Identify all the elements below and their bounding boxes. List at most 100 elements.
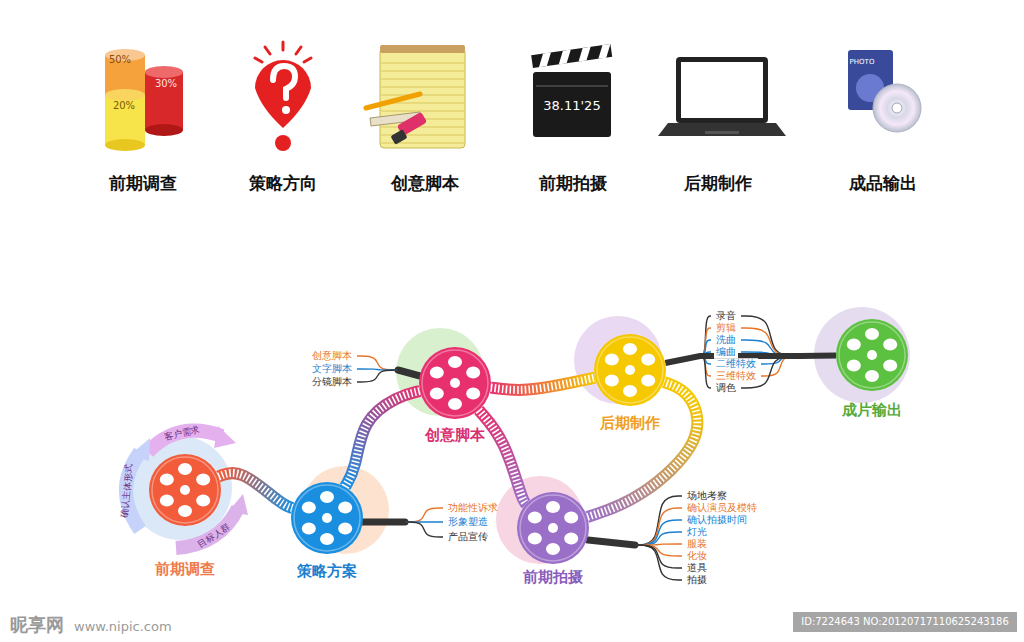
reel-hub [180,485,190,495]
reel-hole [178,463,192,475]
film-reel [145,450,225,530]
reel-hole [448,398,462,410]
detail-label: 客户需求 [161,424,202,442]
icon-text: 20% [111,100,137,112]
reel-hub [548,523,558,533]
film-strip [218,473,292,508]
reel-label: 策略方案 [282,562,372,580]
reel-node: 创意脚本 [410,343,500,444]
reel-hole [546,543,560,555]
reel-label: 后期制作 [585,414,675,432]
detail-label: 产品宣传 [446,531,490,543]
film-reel [832,315,912,395]
detail-label: 录音 [714,310,738,322]
reel-hole [623,385,637,397]
reel-disc [594,334,666,406]
step-title: 前期调查 [107,174,179,194]
detail-label: 二维特效 [714,358,758,370]
film-strip [345,391,420,487]
film-perforation [491,378,595,390]
reel-hole [847,360,861,372]
icon-text: PHOTO [848,58,877,66]
film-strip [479,410,527,504]
reel-hole [883,360,897,372]
reel-hole [564,533,578,545]
reel-hub [450,378,460,388]
step-title: 后期制作 [682,174,754,194]
step-title: 前期拍摄 [537,174,609,194]
reel-rim [422,350,488,416]
reel-hole [528,512,542,524]
reel-hole [320,491,334,503]
wire [741,316,800,356]
detail-label: 目标人群 [194,521,233,551]
reel-label: 创意脚本 [410,426,500,444]
reel-hole [338,523,352,535]
film-perforation [479,410,527,504]
icon-text: 50% [107,54,133,66]
reel-hole [564,512,578,524]
detail-label: 形象塑造 [446,516,490,528]
wire [635,508,682,545]
detail-label: 分镜脚本 [310,376,354,388]
detail-label: 功能性诉求 [446,502,500,514]
reel-hole [641,375,655,387]
reel-rim [839,322,905,388]
watermark-text: www.nipic.com [72,620,174,635]
reel-rim [597,337,663,403]
wire [405,508,443,522]
question-icon [255,42,311,151]
reel-hole [430,388,444,400]
reel-hole [641,354,655,366]
wire [357,356,398,370]
cylinder-chart-icon [105,49,183,151]
wire [635,545,682,580]
watermark-text: 昵享网 [8,615,66,636]
reel-hole [430,367,444,379]
wire-group [357,316,800,580]
detail-label: 文字脚本 [310,363,354,375]
reel-node: 后期制作 [585,330,675,432]
reel-hole [178,505,192,517]
wire [635,496,682,545]
detail-label: 道具 [685,562,709,574]
detail-label: 化妆 [685,550,709,562]
notepad-icon [366,45,465,148]
reel-hub [867,350,877,360]
reel-hole [160,474,174,486]
reel-hole [302,523,316,535]
reel-hole [847,339,861,351]
reel-hole [466,367,480,379]
reel-rim [152,457,218,523]
reel-hole [528,533,542,545]
reel-hole [302,502,316,514]
wire [635,532,682,545]
reel-disc [291,482,363,554]
detail-label: 确认主体形式 [119,462,134,521]
reel-node: 策略方案 [282,478,372,580]
watermark-bar [793,612,1017,632]
reel-rim [520,495,586,561]
detail-label: 拍摄 [685,574,709,586]
detail-label: 编曲 [714,346,738,358]
reel-ground [128,307,910,564]
watermark-text: ID:7224643 NO:20120717110625243186 [799,616,1011,628]
reel-hole [320,533,334,545]
reel-hole [883,339,897,351]
step-title: 成品输出 [847,174,919,194]
laptop-icon [658,57,786,136]
clapboard-icon [531,44,612,137]
reel-hole [196,495,210,507]
detail-label: 服装 [685,538,709,550]
reel-node: 前期调查 [140,450,230,578]
reel-disc [419,347,491,419]
detail-label: 确认演员及模特 [685,502,759,514]
reel-hole [338,502,352,514]
film-perforation [345,391,420,487]
icon-text: 38.11'25 [541,99,602,114]
step-title: 创意脚本 [389,174,461,194]
wire [357,370,398,382]
wire [700,316,711,356]
reel-hole [546,501,560,513]
reel-disc [517,492,589,564]
